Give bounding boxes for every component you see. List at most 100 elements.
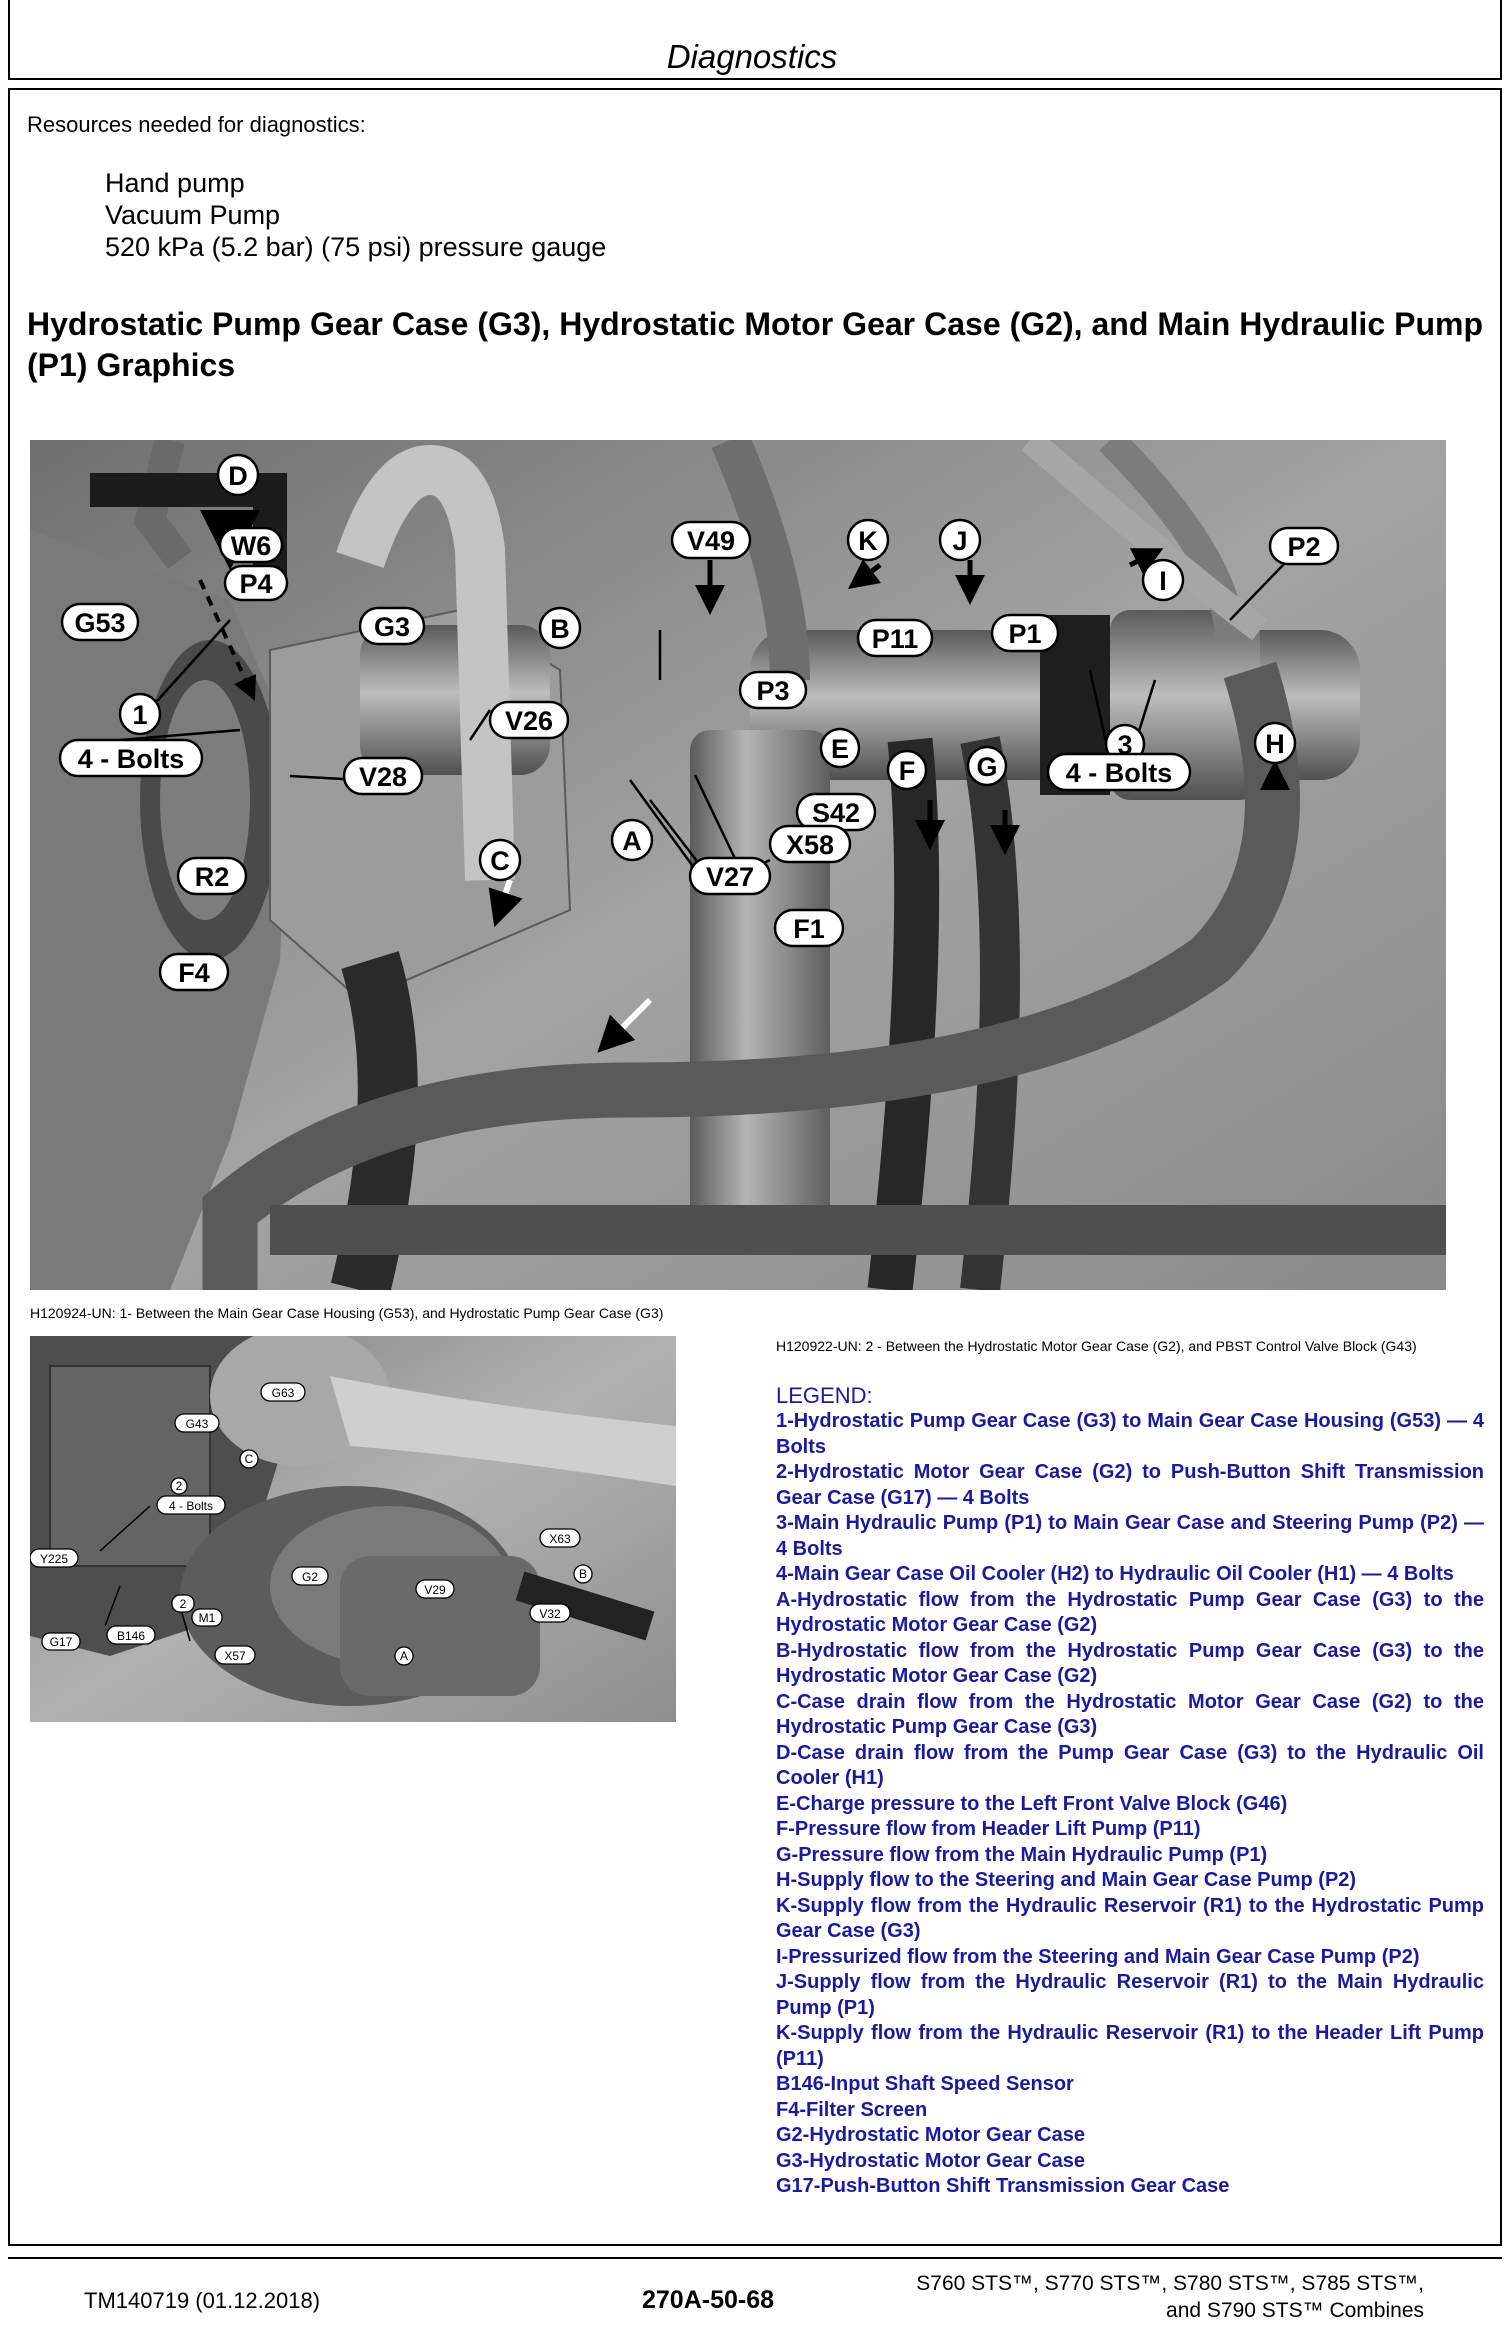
inset-callout-v29: V29 <box>415 1579 455 1599</box>
inset-label-a: A <box>400 1649 408 1663</box>
callout-g3: G3 <box>358 606 426 646</box>
resources-intro: Resources needed for diagnostics: <box>27 112 366 137</box>
callout-p2: P2 <box>1268 526 1340 566</box>
resource-item-vacuum-pump: Vacuum Pump <box>105 200 281 230</box>
callout-c: C <box>478 838 522 882</box>
label-g3: G3 <box>374 612 410 642</box>
label-d: D <box>228 461 248 491</box>
label-p11: P11 <box>872 624 919 654</box>
inset-label-c: C <box>245 1452 254 1466</box>
label-h: H <box>1265 729 1285 759</box>
inset-callout-g63: G63 <box>260 1382 306 1402</box>
inset-label-v29: V29 <box>424 1583 446 1597</box>
inset-label-2b: 2 <box>180 1597 187 1611</box>
inset-callout-c: C <box>239 1449 259 1469</box>
inset-callout-x57: X57 <box>214 1645 256 1665</box>
callout-f4: F4 <box>158 952 230 992</box>
label-c: C <box>490 846 510 876</box>
callout-p4: P4 <box>223 564 289 602</box>
label-f4: F4 <box>178 958 210 988</box>
legend-item: C-Case drain flow from the Hydrostatic M… <box>776 1690 1484 1739</box>
callout-d: D <box>216 453 260 497</box>
inset-callout-b: B <box>573 1564 593 1584</box>
figure-2-caption: H120922-UN: 2 - Between the Hydrostatic … <box>776 1338 1417 1354</box>
callout-w6: W6 <box>218 526 284 564</box>
label-w6: W6 <box>231 531 272 561</box>
inset-callout-x63: X63 <box>539 1528 581 1548</box>
inset-callout-2: 2 <box>170 1477 188 1495</box>
label-v49: V49 <box>687 526 735 556</box>
legend-item: J-Supply flow from the Hydraulic Reservo… <box>776 1971 1484 2019</box>
inset-label-g2: G2 <box>302 1570 318 1584</box>
label-x58: X58 <box>786 830 834 860</box>
inset-label-2: 2 <box>176 1479 183 1493</box>
footer-page-number: 270A-50-68 <box>642 2286 775 2314</box>
label-3: 3 <box>1117 730 1132 760</box>
figure-1-caption: H120924-UN: 1- Between the Main Gear Cas… <box>30 1305 664 1321</box>
callout-g53: G53 <box>60 602 140 642</box>
inset-callout-a: A <box>394 1646 414 1666</box>
inset-callout-v32: V32 <box>529 1603 571 1623</box>
legend-item: H-Supply flow to the Steering and Main G… <box>776 1869 1357 1891</box>
inset-callout-g43: G43 <box>174 1413 220 1433</box>
callout-a: A <box>610 818 654 862</box>
label-v28: V28 <box>359 762 407 792</box>
label-bolts-1: 4 - Bolts <box>78 744 185 774</box>
inset-callout-2b: 2 <box>171 1594 195 1613</box>
inset-callout-g2: G2 <box>291 1566 329 1586</box>
legend-item: G17-Push-Button Shift Transmission Gear … <box>776 2175 1230 2197</box>
inset-callout-bolts: 4 - Bolts <box>156 1495 226 1515</box>
legend-item: G-Pressure flow from the Main Hydraulic … <box>776 1843 1268 1866</box>
callout-r2: R2 <box>176 856 248 896</box>
label-p2: P2 <box>1287 532 1320 562</box>
callout-1: 1 <box>118 692 162 736</box>
inset-callout-b146: B146 <box>106 1625 156 1645</box>
footer-models-line-2: and S790 STS™ Combines <box>1166 2299 1424 2322</box>
label-g: G <box>976 752 997 782</box>
legend-item: 2-Hydrostatic Motor Gear Case (G2) to Pu… <box>776 1461 1484 1509</box>
legend-title: LEGEND: <box>776 1383 873 1408</box>
legend-item: G2-Hydrostatic Motor Gear Case <box>776 2124 1085 2146</box>
label-p3: P3 <box>756 676 789 706</box>
callout-f: F <box>886 749 928 791</box>
legend-item: 4-Main Gear Case Oil Cooler (H2) to Hydr… <box>776 1563 1454 1585</box>
legend-item: G3-Hydrostatic Motor Gear Case <box>776 2149 1085 2172</box>
callout-x58: X58 <box>768 824 852 864</box>
label-g53: G53 <box>74 608 125 638</box>
callout-v26: V26 <box>488 700 570 740</box>
label-1: 1 <box>132 700 147 730</box>
legend-item: 1-Hydrostatic Pump Gear Case (G3) to Mai… <box>776 1410 1484 1458</box>
callout-k: K <box>846 518 890 562</box>
label-v26: V26 <box>505 706 553 736</box>
label-a: A <box>622 826 642 856</box>
label-f1: F1 <box>793 914 825 944</box>
callout-s42: S42 <box>795 792 877 832</box>
main-hydraulic-photo: D W6 P4 G53 G3 B V49 K J P2 I P11 P1 P3 … <box>30 440 1446 1290</box>
header-frame <box>8 0 1502 80</box>
inset-label-b: B <box>579 1567 587 1581</box>
callout-v27: V27 <box>688 856 772 896</box>
inset-callout-m1: M1 <box>191 1608 223 1627</box>
callout-v49: V49 <box>670 520 752 560</box>
legend-item: B146-Input Shaft Speed Sensor <box>776 2073 1074 2095</box>
label-bolts-3: 4 - Bolts <box>1066 758 1173 788</box>
callout-e: E <box>819 727 861 769</box>
legend-item: B-Hydrostatic flow from the Hydrostatic … <box>776 1639 1484 1688</box>
inset-label-x57: X57 <box>224 1649 246 1663</box>
inset-label-g17: G17 <box>50 1635 73 1649</box>
section-title: Hydrostatic Pump Gear Case (G3), Hydrost… <box>27 306 1483 383</box>
legend-item: K-Supply flow from the Hydraulic Reservo… <box>776 2022 1484 2070</box>
inset-label-b146: B146 <box>117 1629 145 1643</box>
label-s42: S42 <box>812 798 860 828</box>
inset-label-g43: G43 <box>186 1417 209 1431</box>
label-j: J <box>952 526 967 556</box>
callout-h: H <box>1253 721 1297 765</box>
label-e: E <box>831 734 849 764</box>
callout-b: B <box>538 606 582 650</box>
label-i: I <box>1159 566 1167 596</box>
inset-label-y225: Y225 <box>40 1552 68 1566</box>
label-b: B <box>550 614 570 644</box>
inset-label-v32: V32 <box>539 1607 561 1621</box>
resource-item-pressure-gauge: 520 kPa (5.2 bar) (75 psi) pressure gaug… <box>105 232 607 262</box>
callout-bolts-3: 4 - Bolts <box>1046 752 1192 792</box>
